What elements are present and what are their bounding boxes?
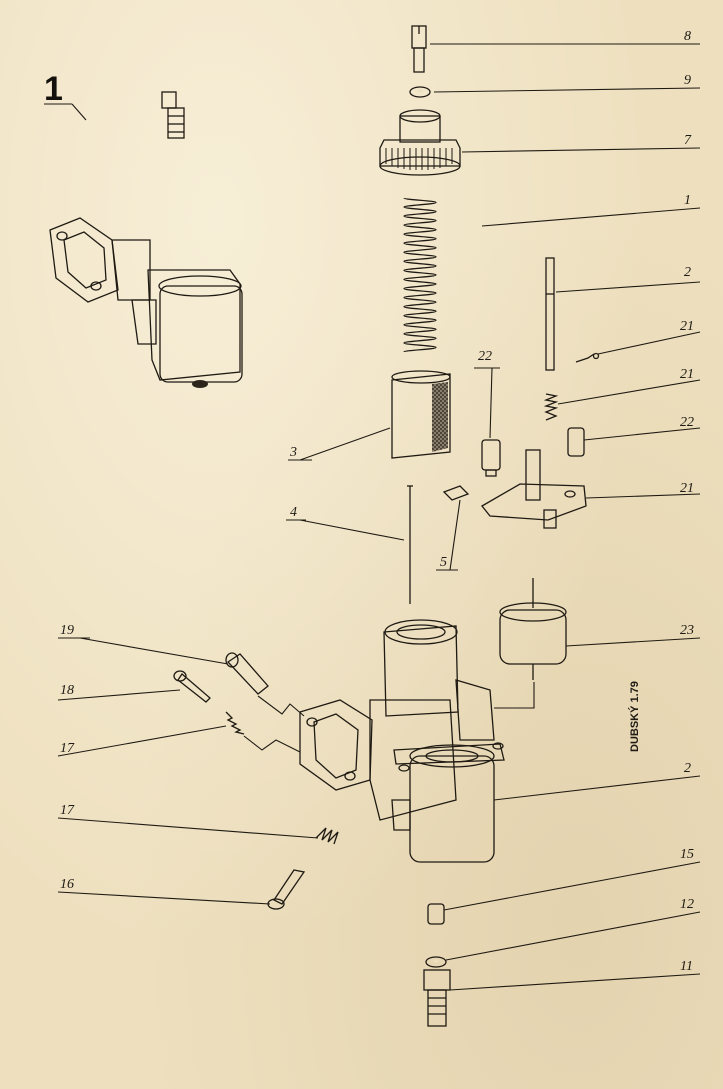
- svg-text:2: 2: [684, 761, 691, 776]
- svg-text:18: 18: [60, 683, 74, 698]
- svg-text:21: 21: [680, 481, 694, 496]
- callout-1: 1: [481, 193, 701, 227]
- callout-22-right: 22: [583, 415, 701, 441]
- callout-11: 11: [449, 959, 701, 991]
- part-21-small-spring: [543, 393, 559, 421]
- part-15-nut: [427, 903, 445, 925]
- callout-16: 16: [57, 877, 271, 905]
- artist-signature: DUBSKÝ 1.79: [628, 681, 641, 752]
- callout-19: 19: [58, 623, 229, 665]
- svg-text:2: 2: [684, 265, 691, 280]
- callout-21-pin: 21: [597, 319, 701, 355]
- callout-2-upper: 2: [555, 265, 701, 293]
- svg-text:DUBSKÝ 1.79: DUBSKÝ 1.79: [628, 681, 641, 752]
- svg-text:21: 21: [680, 319, 694, 334]
- svg-text:9: 9: [684, 73, 691, 88]
- svg-text:1: 1: [44, 70, 63, 108]
- callout-5: 5: [436, 499, 461, 571]
- callout-9: 9: [433, 73, 701, 93]
- callout-7: 7: [461, 133, 701, 153]
- callout-21-spring: 21: [557, 367, 701, 405]
- callout-21-lid: 21: [585, 481, 701, 499]
- assembly-guides: [243, 682, 535, 753]
- callout-18: 18: [57, 683, 181, 701]
- part-17-spring-lower: [315, 827, 339, 845]
- svg-text:22: 22: [478, 349, 492, 364]
- part-2-rod: [545, 257, 555, 371]
- part-17-spring-upper: [225, 711, 245, 735]
- svg-text:3: 3: [289, 445, 297, 460]
- svg-text:16: 16: [60, 877, 74, 892]
- svg-text:8: 8: [684, 29, 691, 44]
- callout-22-left: 22: [474, 349, 500, 439]
- part-21-float-lid: [481, 449, 587, 529]
- figure-number: 1: [44, 70, 87, 121]
- part-16-screw: [267, 869, 306, 910]
- part-4-needle: [407, 485, 413, 604]
- svg-text:12: 12: [680, 897, 694, 912]
- part-5-clip: [442, 485, 470, 501]
- part-1-spring: [403, 197, 437, 353]
- callout-17-lower: 17: [57, 803, 319, 839]
- assembled-carburetor-view: [49, 217, 243, 388]
- part-7-cap: [379, 109, 461, 176]
- svg-text:19: 19: [60, 623, 74, 638]
- callout-3: 3: [288, 427, 391, 461]
- callout-23: 23: [565, 623, 701, 647]
- svg-text:11: 11: [680, 959, 693, 974]
- part-18-screw: [173, 670, 211, 703]
- callout-17-upper: 17: [57, 725, 227, 757]
- svg-text:4: 4: [290, 505, 297, 520]
- part-23-float: [499, 578, 567, 680]
- part-22-jet-right: [567, 427, 585, 457]
- svg-text:7: 7: [684, 133, 692, 148]
- part-21-pin: [575, 352, 600, 363]
- svg-text:23: 23: [680, 623, 694, 638]
- svg-text:17: 17: [60, 803, 75, 818]
- svg-text:17: 17: [60, 741, 75, 756]
- callout-15: 15: [443, 847, 701, 911]
- part-2-carburetor-body: [299, 619, 505, 863]
- part-8-screw: [411, 25, 427, 73]
- part-22-jet-left: [481, 439, 501, 477]
- svg-text:22: 22: [680, 415, 694, 430]
- svg-text:1: 1: [684, 193, 691, 208]
- callout-4: 4: [286, 505, 405, 541]
- small-screw-detail: [161, 91, 185, 139]
- callout-2-body: 2: [493, 761, 701, 801]
- svg-text:15: 15: [680, 847, 694, 862]
- callout-12: 12: [445, 897, 701, 961]
- part-11-plug: [423, 969, 451, 1027]
- callout-8: 8: [430, 29, 700, 45]
- part-19-screw: [225, 652, 269, 695]
- callout-layer: 8 9 7 1 2 21 21 22 22 21 3 4 5 23 19 18 …: [57, 29, 701, 991]
- svg-text:21: 21: [680, 367, 694, 382]
- svg-text:5: 5: [440, 555, 447, 570]
- part-3-throttle-slide: [391, 370, 451, 459]
- part-9-washer: [409, 86, 431, 98]
- part-12-washer: [425, 956, 447, 968]
